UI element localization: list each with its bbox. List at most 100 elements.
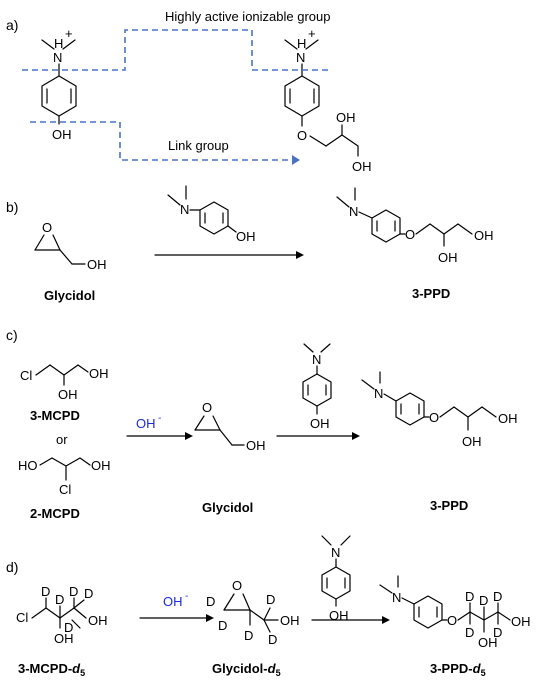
panel-c: c) Cl OH OH 3-MCPD or HO Cl OH 2-MCPD OH	[6, 327, 518, 521]
ionizable-group-annotation: Highly active ionizable group	[165, 9, 330, 24]
3mcpd-label: 3-MCPD	[30, 408, 80, 423]
atom-O-right: O	[297, 128, 307, 143]
atom-OH-2mcpd: OH	[91, 458, 111, 473]
atom-D-4: D	[84, 586, 93, 601]
atom-O-epoxide: O	[42, 220, 52, 235]
ionized-aminophenol-molecule: N H + OH	[41, 26, 77, 142]
3mcpd-d5-label: 3-MCPD-d5	[18, 661, 85, 678]
hydroxide-reagent-d: OH	[163, 594, 183, 609]
atom-OH-reagent-c: OH	[310, 416, 330, 431]
atom-N: N	[331, 545, 340, 560]
atom-D-g5: D	[268, 632, 277, 647]
atom-N: N	[53, 50, 62, 65]
atom-O-epoxide-d: O	[232, 578, 242, 593]
atom-OH: OH	[52, 127, 72, 142]
reaction-arrowhead-b	[296, 251, 304, 259]
atom-N: N	[392, 590, 401, 605]
3mcpd-molecule: Cl OH OH	[20, 364, 109, 402]
atom-OH-3ppd-c-2: OH	[498, 411, 518, 426]
atom-OH-reagent: OH	[236, 229, 256, 244]
reaction-arrowhead-d2	[382, 616, 390, 624]
atom-H: H	[54, 36, 63, 51]
charge-plus-right: +	[308, 26, 316, 41]
atom-D-1: D	[41, 584, 50, 599]
atom-OH-upper: OH	[336, 110, 356, 125]
atom-D-p2: D	[465, 625, 474, 640]
panel-a: a) Highly active ionizable group Link gr…	[6, 9, 372, 174]
panel-c-label: c)	[6, 327, 18, 343]
atom-D-5: D	[64, 620, 73, 635]
link-group-annotation: Link group	[168, 138, 229, 153]
atom-OH-glycidol-c: OH	[246, 438, 266, 453]
3mcpd-d5-molecule: Cl D D OH D D D OH	[16, 584, 108, 646]
atom-OH-3ppd-c-1: OH	[462, 434, 482, 449]
atom-O: O	[447, 613, 457, 628]
atom-O: O	[405, 227, 415, 242]
glycidol-molecule-b: O OH	[34, 220, 107, 272]
3ppd-molecule-c: N O OH OH	[361, 371, 518, 449]
atom-D-g4: D	[266, 592, 275, 607]
atom-OH-1: OH	[438, 250, 458, 265]
ionizable-group-guide-line	[22, 29, 330, 71]
atom-N: N	[374, 386, 383, 401]
reaction-arrowhead-c1	[185, 432, 193, 440]
panel-d: d) Cl D D OH D D D OH 3-MCPD-d5 OH -	[6, 535, 531, 678]
atom-N: N	[312, 352, 321, 367]
atom-D-p1: D	[465, 589, 474, 604]
glycidol-label-c: Glycidol	[202, 500, 253, 515]
atom-OH-glycidol-d: OH	[280, 613, 300, 628]
atom-OH-p1: OH	[478, 635, 498, 650]
glycidol-label: Glycidol	[44, 288, 95, 303]
atom-OH-2: OH	[474, 228, 494, 243]
atom-D-p5: D	[493, 625, 502, 640]
hydroxide-charge-d: -	[185, 591, 188, 602]
atom-N: N	[180, 202, 189, 217]
link-group-arrowhead	[292, 155, 300, 165]
aminophenol-reagent-d: N OH	[321, 535, 351, 623]
atom-N: N	[349, 204, 358, 219]
charge-plus: +	[65, 26, 73, 41]
atom-OH-3mcpd-1: OH	[58, 387, 78, 402]
3ppd-d5-molecule: N O D D D OH D D OH	[379, 575, 531, 650]
aminophenol-reagent-b: N OH	[167, 185, 256, 244]
atom-HO: HO	[18, 458, 38, 473]
atom-D-g2: D	[218, 618, 227, 633]
2mcpd-label: 2-MCPD	[30, 506, 80, 521]
atom-OH-lower: OH	[352, 159, 372, 174]
atom-OH-d-2: OH	[88, 613, 108, 628]
panel-b: b) O OH Glycidol N OH	[6, 185, 494, 303]
reaction-arrowhead-d1	[206, 614, 214, 622]
atom-D-p3: D	[479, 593, 488, 608]
atom-H-right: H	[297, 36, 306, 51]
aminophenol-reagent-c: N OH	[302, 343, 332, 431]
3ppd-label-c: 3-PPD	[430, 498, 468, 513]
reaction-arrowhead-c2	[352, 432, 360, 440]
3ppd-molecule-b: N O OH OH	[336, 187, 494, 265]
atom-D-p4: D	[493, 589, 502, 604]
atom-D-g1: D	[206, 594, 215, 609]
link-group-guide-line	[30, 121, 292, 161]
hydroxide-charge-c: -	[158, 413, 161, 424]
atom-OH-3mcpd-2: OH	[89, 366, 109, 381]
panel-d-label: d)	[6, 559, 18, 575]
glycidol-d5-molecule: O D D D D D OH	[206, 578, 300, 647]
3ppd-d5-label: 3-PPD-d5	[430, 661, 486, 678]
atom-D-3: D	[69, 584, 78, 599]
panel-a-label: a)	[6, 17, 18, 33]
atom-OH-reagent-d: OH	[329, 608, 349, 623]
atom-O-epoxide-c: O	[202, 400, 212, 415]
glycidol-molecule-c: O OH	[194, 400, 266, 453]
2mcpd-molecule: HO Cl OH	[18, 457, 111, 497]
3ppd-label-b: 3-PPD	[412, 286, 450, 301]
atom-OH-d-1: OH	[54, 631, 74, 646]
glycidol-d5-label: Glycidol-d5	[212, 661, 281, 678]
atom-OH: OH	[87, 257, 107, 272]
atom-Cl: Cl	[20, 368, 32, 383]
atom-D-2: D	[55, 592, 64, 607]
atom-O: O	[429, 410, 439, 425]
atom-Cl-2mcpd: Cl	[59, 482, 71, 497]
atom-D-g3: D	[244, 628, 253, 643]
atom-Cl-d: Cl	[16, 610, 28, 625]
